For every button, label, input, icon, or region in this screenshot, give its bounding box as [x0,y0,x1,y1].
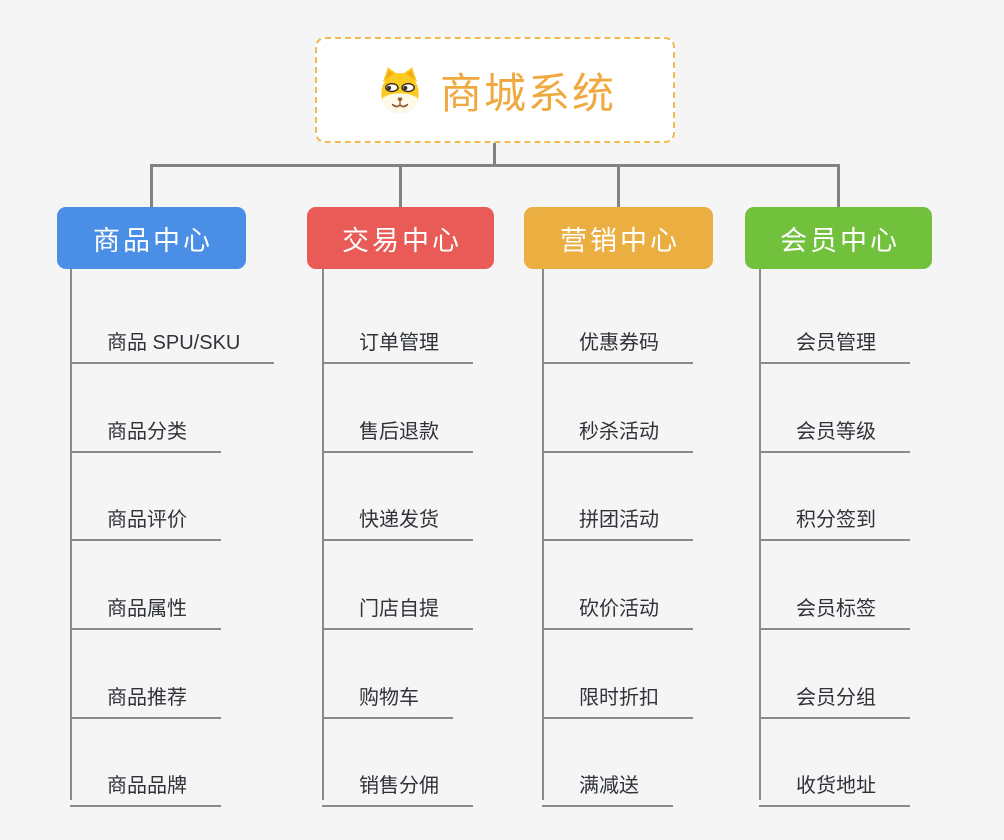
connector-root-stem [493,143,496,165]
branch-label: 营销中心 [560,225,680,256]
subtopic-item[interactable]: 限时折扣 [542,666,693,719]
subtopic-item[interactable]: 会员等级 [759,400,910,453]
subtopic-item[interactable]: 满减送 [542,754,673,807]
branch-topic-member-center[interactable]: 会员中心 [745,207,932,269]
subtopic-item[interactable]: 门店自提 [322,577,473,630]
subtopic-item[interactable]: 商品分类 [70,400,221,453]
subtopic-item[interactable]: 商品属性 [70,577,221,630]
connector-drop-branch2 [399,164,402,207]
subtopic-item[interactable]: 会员标签 [759,577,910,630]
subtopic-item[interactable]: 会员管理 [759,311,910,364]
connector-horizontal-bar [150,164,840,167]
branch-topic-product-center[interactable]: 商品中心 [57,207,246,269]
subtopic-item[interactable]: 会员分组 [759,666,910,719]
branch-label: 商品中心 [93,225,213,256]
subtopic-item[interactable]: 商品推荐 [70,666,221,719]
subtopic-item[interactable]: 订单管理 [322,311,473,364]
subtopic-item[interactable]: 商品评价 [70,488,221,541]
subtopic-item[interactable]: 销售分佣 [322,754,473,807]
branch-topic-trade-center[interactable]: 交易中心 [307,207,494,269]
subtopic-item[interactable]: 商品 SPU/SKU [70,311,275,364]
branch-topic-marketing-center[interactable]: 营销中心 [524,207,713,269]
subtopic-item[interactable]: 商品品牌 [70,754,221,807]
branch-label: 会员中心 [780,225,900,256]
subtopic-item[interactable]: 购物车 [322,666,453,719]
connector-drop-branch4 [837,164,840,207]
connector-spine [542,269,544,800]
subtopic-item[interactable]: 秒杀活动 [542,400,693,453]
subtopic-item[interactable]: 售后退款 [322,400,473,453]
subtopic-item[interactable]: 积分签到 [759,488,910,541]
connector-drop-branch3 [617,164,620,207]
connector-spine [70,269,72,800]
dog-face-icon [381,67,419,114]
subtopic-item[interactable]: 拼团活动 [542,488,693,541]
subtopic-item[interactable]: 收货地址 [759,754,910,807]
connector-drop-branch1 [150,164,153,207]
subtopic-item[interactable]: 砍价活动 [542,577,693,630]
root-topic[interactable]: 商城系统 [315,37,675,143]
branch-label: 交易中心 [342,225,462,256]
root-topic-title: 商城系统 [439,69,616,117]
connector-spine [322,269,324,800]
subtopic-item[interactable]: 快递发货 [322,488,473,541]
connector-spine [759,269,761,800]
subtopic-item[interactable]: 优惠券码 [542,311,693,364]
